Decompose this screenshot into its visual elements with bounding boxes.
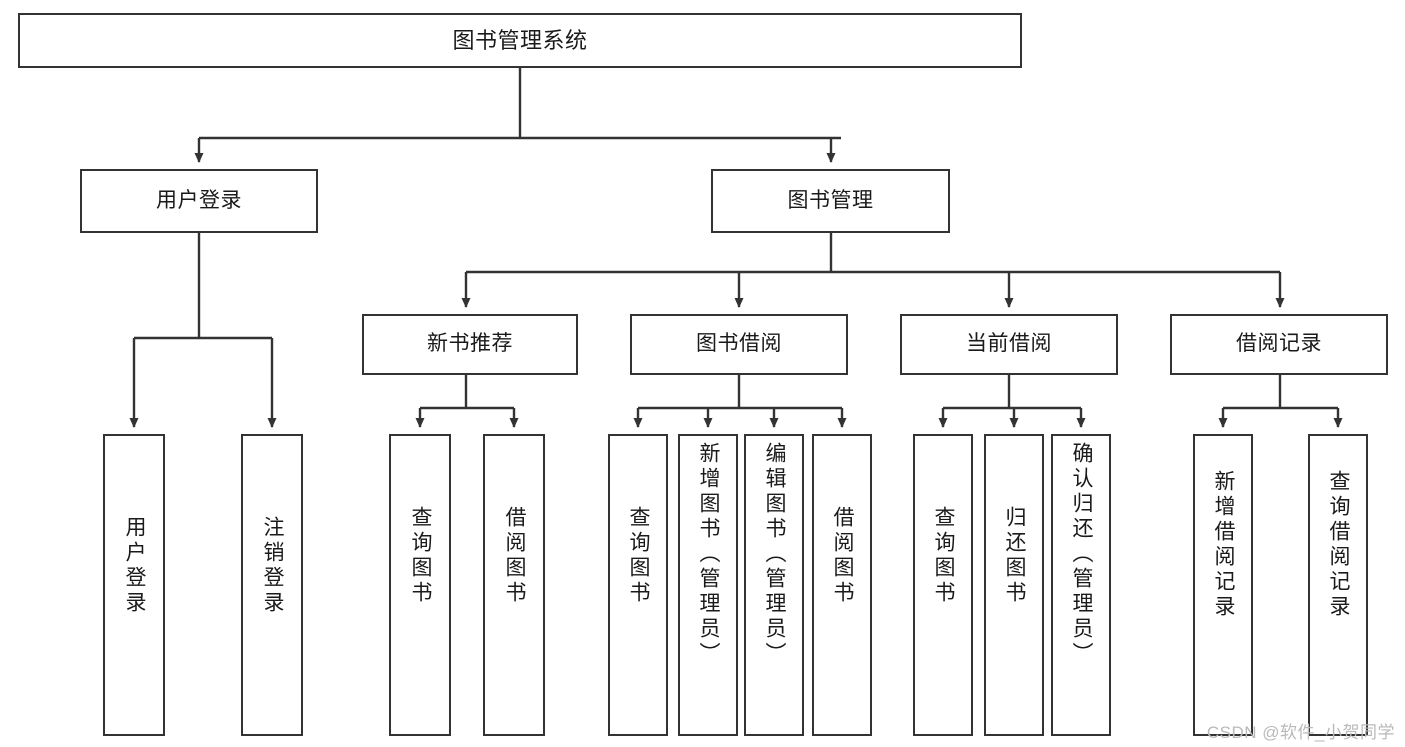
node-user-login[interactable]: 用户登录: [80, 169, 318, 233]
node-leaf-borrow-book-1[interactable]: 借阅图书: [483, 434, 545, 736]
node-leaf-query-borrow-record-label: 查询借阅记录: [1327, 470, 1351, 620]
node-leaf-query-book-1-label: 查询图书: [409, 506, 433, 606]
node-borrow-record[interactable]: 借阅记录: [1170, 314, 1388, 375]
node-user-login-label: 用户登录: [156, 188, 242, 212]
node-leaf-add-book-admin[interactable]: 新增图书（管理员）: [678, 434, 738, 736]
node-leaf-user-login[interactable]: 用户登录: [103, 434, 165, 736]
node-book-manage[interactable]: 图书管理: [711, 169, 950, 233]
node-book-borrow-label: 图书借阅: [696, 332, 782, 356]
node-current-borrow-label: 当前借阅: [966, 332, 1052, 356]
node-book-manage-label: 图书管理: [787, 188, 874, 212]
node-leaf-add-book-admin-label: 新增图书（管理员）: [697, 442, 721, 667]
node-leaf-borrow-book-1-label: 借阅图书: [503, 506, 527, 606]
node-current-borrow[interactable]: 当前借阅: [900, 314, 1118, 375]
node-leaf-query-book-2[interactable]: 查询图书: [608, 434, 668, 736]
node-leaf-confirm-return-label: 确认归还（管理员）: [1070, 442, 1094, 667]
csdn-watermark: CSDN @软件_小贺同学: [1206, 723, 1395, 742]
node-root-label: 图书管理系统: [452, 27, 588, 53]
node-leaf-borrow-book-2-label: 借阅图书: [831, 506, 855, 606]
node-leaf-query-borrow-record[interactable]: 查询借阅记录: [1308, 434, 1368, 736]
node-leaf-add-borrow-record-label: 新增借阅记录: [1212, 470, 1236, 620]
node-leaf-borrow-book-2[interactable]: 借阅图书: [812, 434, 872, 736]
node-leaf-add-borrow-record[interactable]: 新增借阅记录: [1193, 434, 1253, 736]
node-new-book-recommend-label: 新书推荐: [427, 332, 513, 356]
node-leaf-return-book-label: 归还图书: [1003, 506, 1027, 606]
node-leaf-confirm-return[interactable]: 确认归还（管理员）: [1051, 434, 1111, 736]
node-leaf-user-login-label: 用户登录: [123, 516, 147, 616]
node-book-borrow[interactable]: 图书借阅: [630, 314, 848, 375]
node-new-book-recommend[interactable]: 新书推荐: [362, 314, 578, 375]
node-borrow-record-label: 借阅记录: [1236, 332, 1322, 356]
node-leaf-return-book[interactable]: 归还图书: [984, 434, 1044, 736]
node-leaf-logout[interactable]: 注销登录: [241, 434, 303, 736]
node-leaf-edit-book-admin-label: 编辑图书（管理员）: [763, 442, 787, 667]
node-leaf-query-book-1[interactable]: 查询图书: [389, 434, 451, 736]
node-leaf-query-book-3[interactable]: 查询图书: [913, 434, 973, 736]
node-leaf-query-book-3-label: 查询图书: [932, 506, 956, 606]
node-root[interactable]: 图书管理系统: [18, 13, 1022, 68]
node-leaf-query-book-2-label: 查询图书: [627, 506, 651, 606]
node-leaf-logout-label: 注销登录: [261, 516, 285, 616]
node-leaf-edit-book-admin[interactable]: 编辑图书（管理员）: [744, 434, 804, 736]
